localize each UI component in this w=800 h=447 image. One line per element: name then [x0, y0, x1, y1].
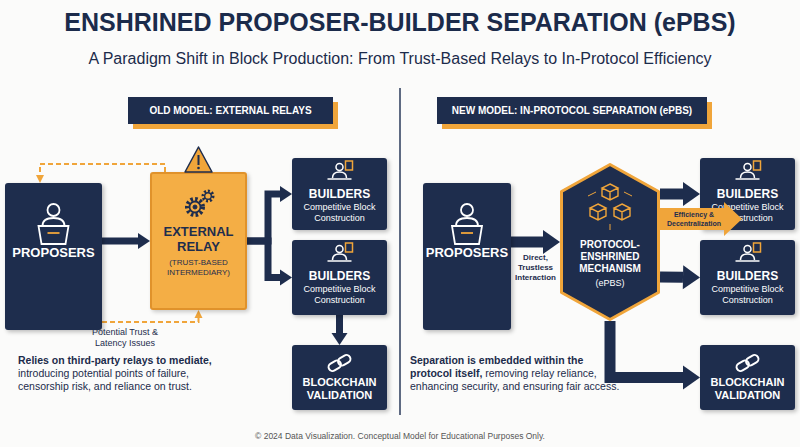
header-band: NEW MODEL: IN-PROTOCOL SEPARATION (ePBS): [437, 97, 707, 124]
connector-arrow: [247, 194, 280, 241]
builder-box: BUILDERSCompetitive Block Construction: [700, 158, 795, 230]
arrow-label: Efficiency & Decentralization: [661, 211, 727, 228]
builder-box: BUILDERSCompetitive Block Construction: [292, 240, 387, 315]
edge-label: Direct, Trustless Interaction: [512, 253, 559, 283]
node-heading: BUILDERS: [717, 269, 778, 283]
mechanism-hexagon: PROTOCOL-ENSHRINED MECHANISM (ePBS): [560, 163, 660, 321]
node-heading: PROTOCOL-ENSHRINED MECHANISM: [560, 239, 660, 275]
connector-arrow: [336, 315, 343, 333]
proposer-box: PROPOSERS: [5, 183, 102, 330]
connector-arrow: [610, 321, 683, 378]
connector-arrow: [102, 318, 199, 322]
edge-label: Potential Trust & Latency Issues: [75, 327, 175, 349]
node-heading: PROPOSERS: [426, 245, 508, 260]
note-lead: Relies on third-party relays to mediate,: [18, 354, 212, 366]
subtitle: A Paradigm Shift in Block Production: Fr…: [0, 50, 800, 68]
warning-triangle: [185, 147, 212, 172]
note-text: introducing potential points of failure,…: [18, 367, 192, 392]
node-subtext: Competitive Block Construction: [292, 202, 387, 224]
node-subtext: Competitive Block Construction: [292, 284, 387, 306]
relay-box: EXTERNAL RELAY (TRUST-BASED INTERMEDIARY): [150, 172, 247, 310]
note-block: Relies on third-party relays to mediate,…: [18, 354, 233, 393]
warning-dot: [197, 167, 200, 170]
connector-arrow: [511, 237, 543, 248]
node-heading: BUILDERS: [309, 269, 370, 283]
builder-box: BUILDERSCompetitive Block Construction: [292, 158, 387, 230]
node-subtext: (TRUST-BASED INTERMEDIARY): [152, 258, 245, 278]
builder-box: BUILDERSCompetitive Block Construction: [700, 240, 795, 315]
column-divider: [399, 88, 401, 415]
connector-arrow: [102, 238, 138, 245]
connector-arrow: [247, 241, 280, 278]
proposer-box: PROPOSERS: [423, 183, 511, 330]
node-heading: PROPOSERS: [12, 245, 94, 260]
validation-box: BLOCKCHAIN VALIDATION: [292, 345, 387, 410]
node-heading: OLD MODEL: EXTERNAL RELAYS: [149, 105, 311, 116]
warning-icon: [185, 147, 212, 172]
page-title: ENSHRINED PROPOSER-BUILDER SEPARATION (e…: [0, 8, 800, 37]
node-heading: BUILDERS: [309, 187, 370, 201]
header-band: OLD MODEL: EXTERNAL RELAYS: [128, 97, 333, 124]
node-heading: NEW MODEL: IN-PROTOCOL SEPARATION (ePBS): [452, 105, 692, 116]
footer-caption: © 2024 Data Visualization. Conceptual Mo…: [0, 431, 800, 441]
node-subtext: (ePBS): [595, 278, 624, 288]
node-heading: BLOCKCHAIN VALIDATION: [700, 376, 795, 402]
note-block: Separation is embedded within the protoc…: [410, 354, 625, 393]
connector-arrow: [40, 164, 165, 175]
node-heading: BLOCKCHAIN VALIDATION: [292, 376, 387, 402]
node-heading: BUILDERS: [717, 187, 778, 201]
node-heading: EXTERNAL RELAY: [152, 224, 245, 254]
validation-box: BLOCKCHAIN VALIDATION: [700, 345, 795, 410]
connector-arrow: [660, 189, 683, 200]
connector-arrow: [660, 271, 683, 282]
node-subtext: Competitive Block Construction: [700, 284, 795, 306]
warning-bar: [198, 155, 200, 165]
